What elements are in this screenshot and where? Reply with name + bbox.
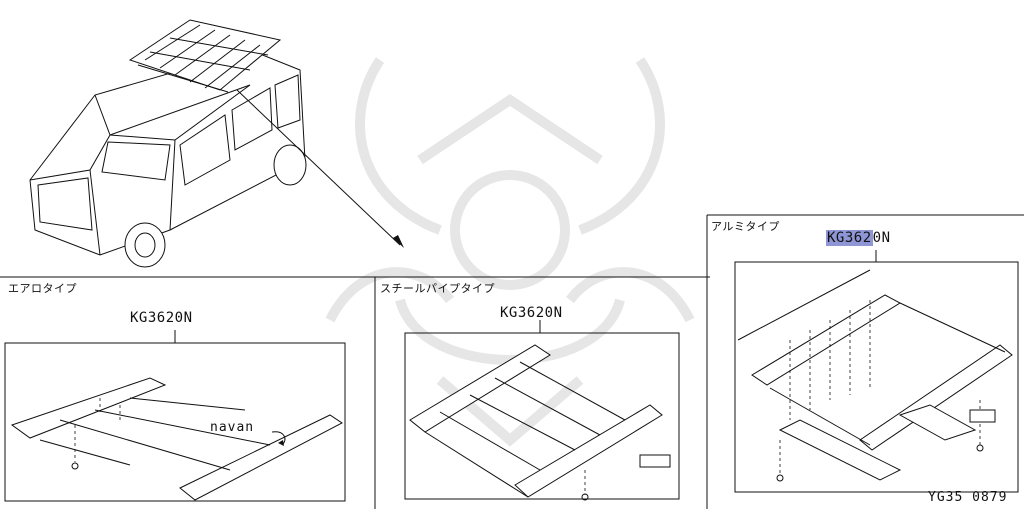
watermark-emblem <box>325 57 695 447</box>
vehicle-illustration <box>29 19 404 268</box>
alumi-section-title: アルミタイプ <box>711 220 780 233</box>
aero-callout-label: navan <box>210 420 255 435</box>
aero-section-title: エアロタイプ <box>8 282 77 295</box>
part-number-rest: 0N <box>872 230 891 246</box>
aero-rack-illustration <box>4 330 346 502</box>
steel-part-number: KG3620N <box>500 305 563 321</box>
steel-rack-illustration <box>404 320 680 501</box>
alumi-part-number: KG3620N <box>826 230 891 246</box>
section-dividers <box>0 214 1024 509</box>
alumi-rack-illustration <box>734 250 1019 493</box>
figure-id: YG35 0879 <box>928 490 1008 505</box>
part-number-highlight[interactable]: KG362 <box>826 230 873 246</box>
steel-section-title: スチールパイプタイプ <box>380 282 495 295</box>
aero-part-number: KG3620N <box>130 310 193 326</box>
